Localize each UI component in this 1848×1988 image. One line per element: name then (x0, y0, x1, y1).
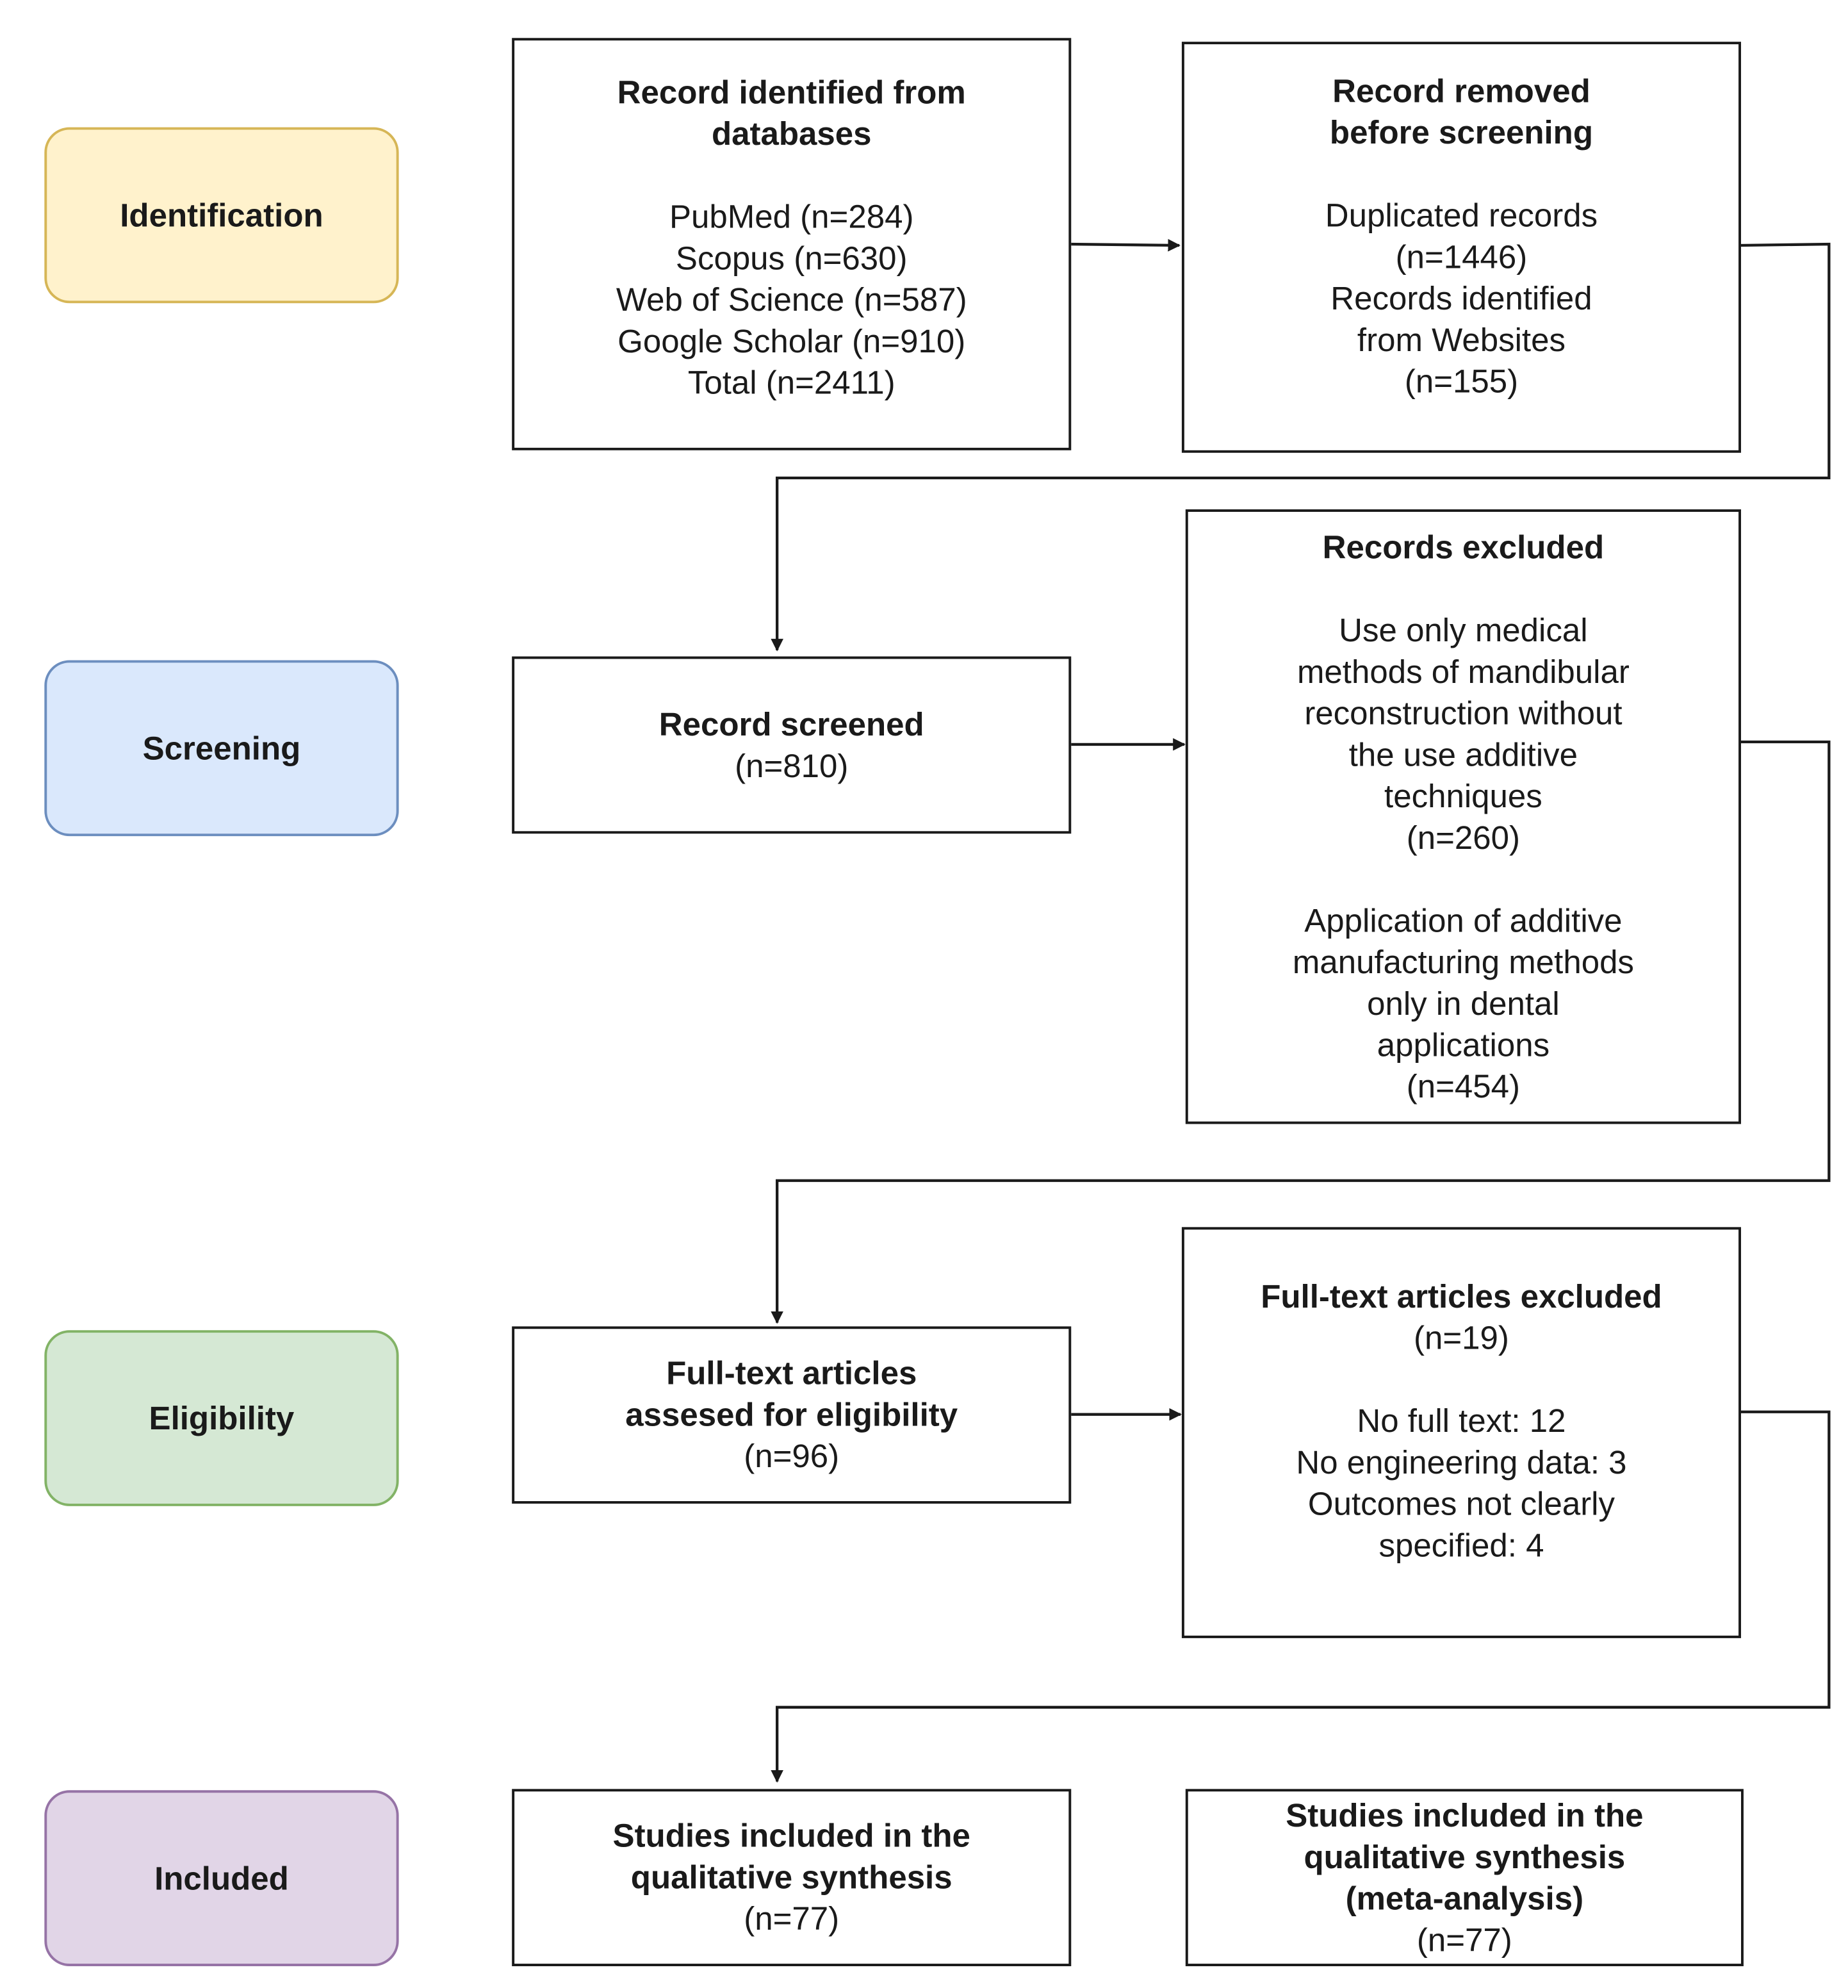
count-line: (n=810) (735, 746, 849, 784)
title-line: Studies included in the (1286, 1796, 1644, 1834)
phase-identification: Identification (44, 127, 399, 304)
count-line: (n=77) (744, 1900, 840, 1937)
reason-line: manufacturing methods (1292, 942, 1634, 981)
detail-line: from Websites (1357, 320, 1566, 359)
title-line: Record identified from (617, 73, 966, 111)
reason-line: No full text: 12 (1357, 1402, 1566, 1440)
reason-line: Outcomes not clearly (1307, 1484, 1615, 1523)
count-line: (n=96) (744, 1436, 840, 1475)
arrow-fulltext-excluded-to-included (771, 1410, 1831, 1783)
box-records-identified: Record identified from databases PubMed … (512, 38, 1072, 450)
source-line: PubMed (n=284) (669, 197, 914, 236)
reason-line: (n=454) (1406, 1067, 1521, 1106)
arrow-excluded-to-fulltext (771, 740, 1831, 1324)
box-records-screened: Record screened (n=810) (512, 656, 1072, 834)
phase-identification-label: Identification (120, 195, 323, 234)
detail-line: (n=1446) (1395, 238, 1528, 276)
total-line: Total (n=2411) (687, 363, 895, 402)
source-line: Scopus (n=630) (675, 239, 908, 277)
phase-screening-label: Screening (142, 728, 301, 767)
reason-line: the use additive (1348, 735, 1578, 774)
title-line: Record removed (1332, 72, 1590, 110)
reason-line: methods of mandibular (1296, 652, 1630, 691)
detail-line: (n=155) (1404, 362, 1519, 400)
count-line: (n=77) (1416, 1920, 1512, 1959)
phase-included-label: Included (154, 1859, 289, 1897)
source-line: Google Scholar (n=910) (617, 322, 966, 360)
count-line: (n=19) (1414, 1318, 1509, 1357)
reason-line: reconstruction without (1304, 694, 1623, 732)
title-line: Studies included in the (612, 1816, 970, 1855)
detail-line: Records identified (1330, 279, 1592, 317)
reason-line: (n=260) (1406, 818, 1521, 857)
title-line: assesed for eligibility (625, 1395, 958, 1434)
title-line: qualitative synthesis (630, 1858, 953, 1896)
prisma-flow-diagram: Identification Screening Eligibility Inc… (22, 14, 1848, 1966)
title-line: databases (711, 114, 872, 152)
reason-line: only in dental (1367, 984, 1560, 1023)
box-records-removed: Record removed before screening Duplicat… (1181, 42, 1742, 453)
box-records-excluded: Records excluded Use only medical method… (1185, 509, 1742, 1124)
title-line: Full-text articles excluded (1261, 1277, 1662, 1315)
reason-line: Application of additive (1304, 901, 1623, 940)
title-line: (meta-analysis) (1345, 1878, 1584, 1917)
reason-line: applications (1377, 1026, 1550, 1064)
reason-line: No engineering data: 3 (1296, 1443, 1627, 1481)
box-fulltext-excluded: Full-text articles excluded (n=19) No fu… (1181, 1227, 1742, 1638)
title-line: Record screened (658, 705, 924, 743)
phase-eligibility-label: Eligibility (149, 1399, 295, 1437)
title-line: Records excluded (1322, 528, 1605, 566)
box-studies-included-meta: Studies included in the qualitative synt… (1185, 1789, 1744, 1966)
phase-screening: Screening (44, 660, 399, 837)
box-fulltext-assessed: Full-text articles assesed for eligibili… (512, 1326, 1072, 1504)
title-line: qualitative synthesis (1304, 1837, 1626, 1875)
title-line: before screening (1329, 113, 1593, 151)
connectors (771, 238, 1831, 1783)
arrow-removed-to-screened (771, 242, 1831, 652)
arrow-identified-to-removed (1070, 238, 1181, 252)
reason-line: techniques (1384, 776, 1542, 815)
reason-line: Use only medical (1339, 611, 1588, 649)
phase-eligibility: Eligibility (44, 1330, 399, 1506)
box-studies-included-qualitative: Studies included in the qualitative synt… (512, 1789, 1072, 1966)
detail-line: Duplicated records (1325, 196, 1598, 234)
source-line: Web of Science (n=587) (616, 280, 967, 318)
phase-included: Included (44, 1790, 399, 1966)
reason-line: specified: 4 (1378, 1526, 1544, 1565)
title-line: Full-text articles (666, 1354, 917, 1392)
